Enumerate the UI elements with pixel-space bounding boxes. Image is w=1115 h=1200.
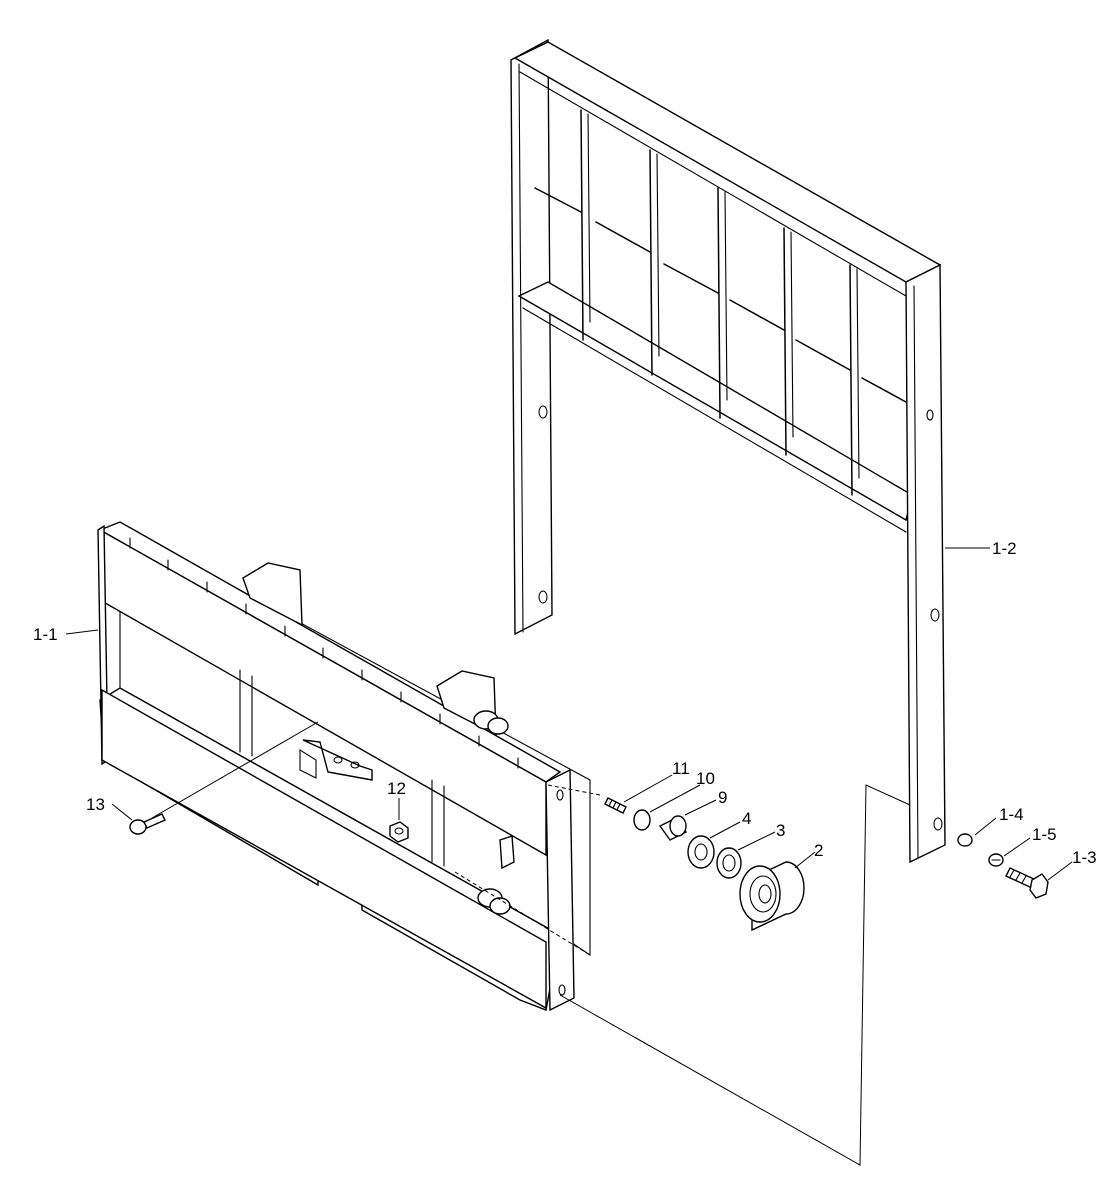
washer-3 xyxy=(716,847,742,879)
callout-label-10: 10 xyxy=(696,769,715,788)
nut-12 xyxy=(389,821,409,843)
callout-label-1-5: 1-5 xyxy=(1032,825,1057,844)
callout-label-1-1: 1-1 xyxy=(33,625,58,644)
bolt-1-3 xyxy=(1005,867,1049,899)
set-screw-11 xyxy=(604,797,627,814)
callout-label-3: 3 xyxy=(776,821,785,840)
callout-label-1-2: 1-2 xyxy=(992,539,1017,558)
callout-label-12: 12 xyxy=(387,779,406,798)
callout-label-13: 13 xyxy=(86,795,105,814)
callout-label-2: 2 xyxy=(814,841,823,860)
bearing-2 xyxy=(739,861,805,932)
callout-label-9: 9 xyxy=(718,788,727,807)
fork-carriage-1-1 xyxy=(97,521,591,1012)
callout-label-11: 11 xyxy=(672,759,690,778)
lock-washer-1-5 xyxy=(988,853,1004,867)
load-backrest-1-2 xyxy=(510,38,946,864)
cap-screw-13 xyxy=(129,813,166,835)
callout-label-4: 4 xyxy=(742,809,751,828)
washer-1-4 xyxy=(957,833,973,847)
washer-4 xyxy=(687,835,715,869)
o-ring-10 xyxy=(633,809,651,831)
callout-label-1-3: 1-3 xyxy=(1072,848,1097,867)
bushing-9 xyxy=(658,815,688,841)
callout-label-1-4: 1-4 xyxy=(999,805,1024,824)
assembly-lines xyxy=(151,721,911,1166)
leader-lines xyxy=(65,547,1073,881)
